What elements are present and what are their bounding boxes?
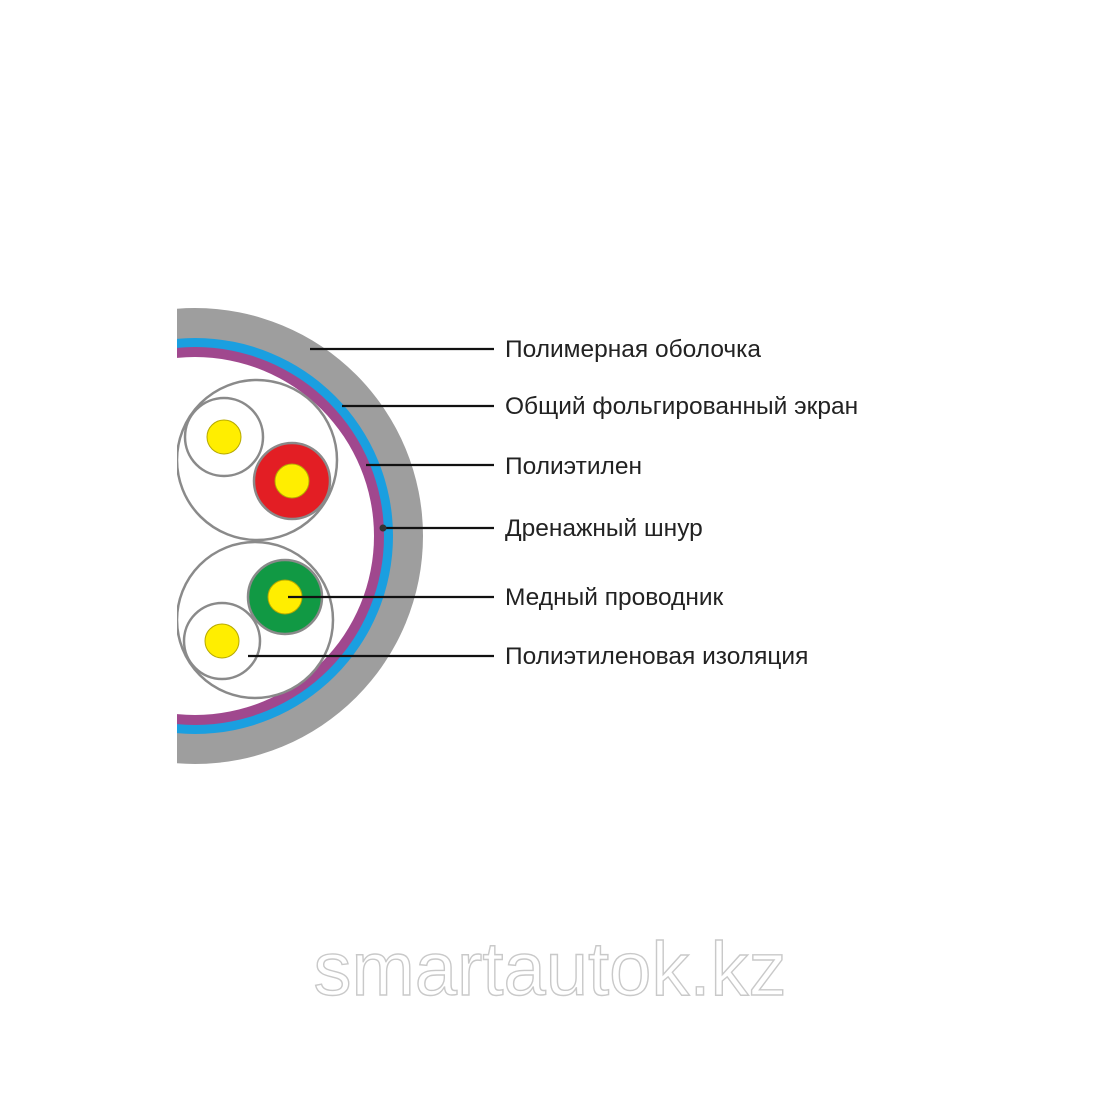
label-copper-conductor: Медный проводник bbox=[505, 584, 724, 611]
watermark: smartautok.kz bbox=[313, 927, 786, 1012]
lower-white-wire-conductor bbox=[204, 623, 240, 659]
labels: Полимерная оболочка Общий фольгированный… bbox=[505, 336, 858, 670]
label-polyethylene: Полиэтилен bbox=[505, 453, 642, 480]
label-polyethylene-insulation: Полиэтиленовая изоляция bbox=[505, 643, 808, 670]
label-foil-screen: Общий фольгированный экран bbox=[505, 393, 858, 420]
cable-section bbox=[177, 308, 423, 764]
leader-lines bbox=[248, 347, 494, 658]
drain-wire-dot bbox=[379, 524, 387, 532]
label-drain-wire: Дренажный шнур bbox=[505, 515, 703, 542]
red-wire-conductor bbox=[274, 463, 310, 499]
upper-white-wire-conductor bbox=[206, 419, 242, 455]
label-polymer-jacket: Полимерная оболочка bbox=[505, 336, 761, 363]
